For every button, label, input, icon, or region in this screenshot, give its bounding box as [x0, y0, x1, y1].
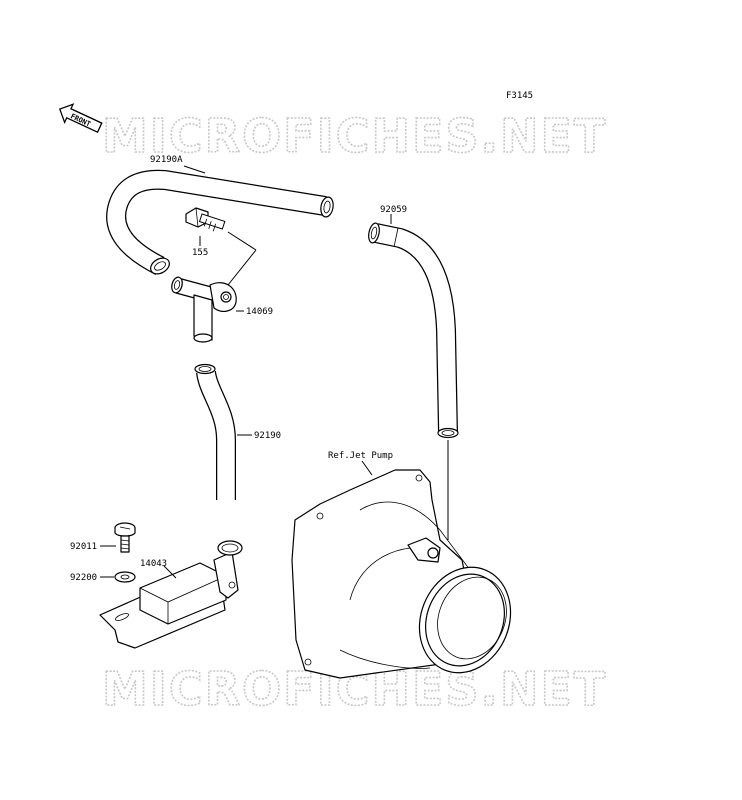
label-155: 155 [192, 248, 208, 258]
figure-code: F3145 [506, 91, 533, 101]
label-92190: 92190 [254, 431, 281, 441]
label-14043: 14043 [140, 559, 167, 569]
label-92059: 92059 [380, 205, 407, 215]
bolt[interactable] [185, 207, 226, 232]
leader-92190A [183, 165, 206, 174]
label-92190A: 92190A [150, 155, 183, 165]
screw[interactable] [114, 522, 136, 553]
bolt-axis-line-2 [227, 249, 257, 286]
jet-pump-housing[interactable] [291, 469, 526, 687]
front-arrow-icon: FRONT [58, 103, 103, 134]
hose-right[interactable] [367, 222, 459, 439]
watermark-top: MICROFICHES.NET [102, 109, 607, 163]
label-jet-pump: Ref.Jet Pump [328, 451, 393, 461]
hose-upper[interactable] [106, 169, 335, 277]
washer[interactable] [114, 571, 136, 583]
fitting[interactable] [170, 276, 237, 343]
bracket[interactable] [99, 540, 243, 649]
bolt-axis-line [227, 231, 257, 251]
label-92200: 92200 [70, 573, 97, 583]
leader-14043 [163, 565, 177, 579]
leader-jet-pump [361, 460, 373, 476]
label-92011: 92011 [70, 542, 97, 552]
hose-lower[interactable] [194, 363, 236, 501]
label-14069: 14069 [246, 307, 273, 317]
